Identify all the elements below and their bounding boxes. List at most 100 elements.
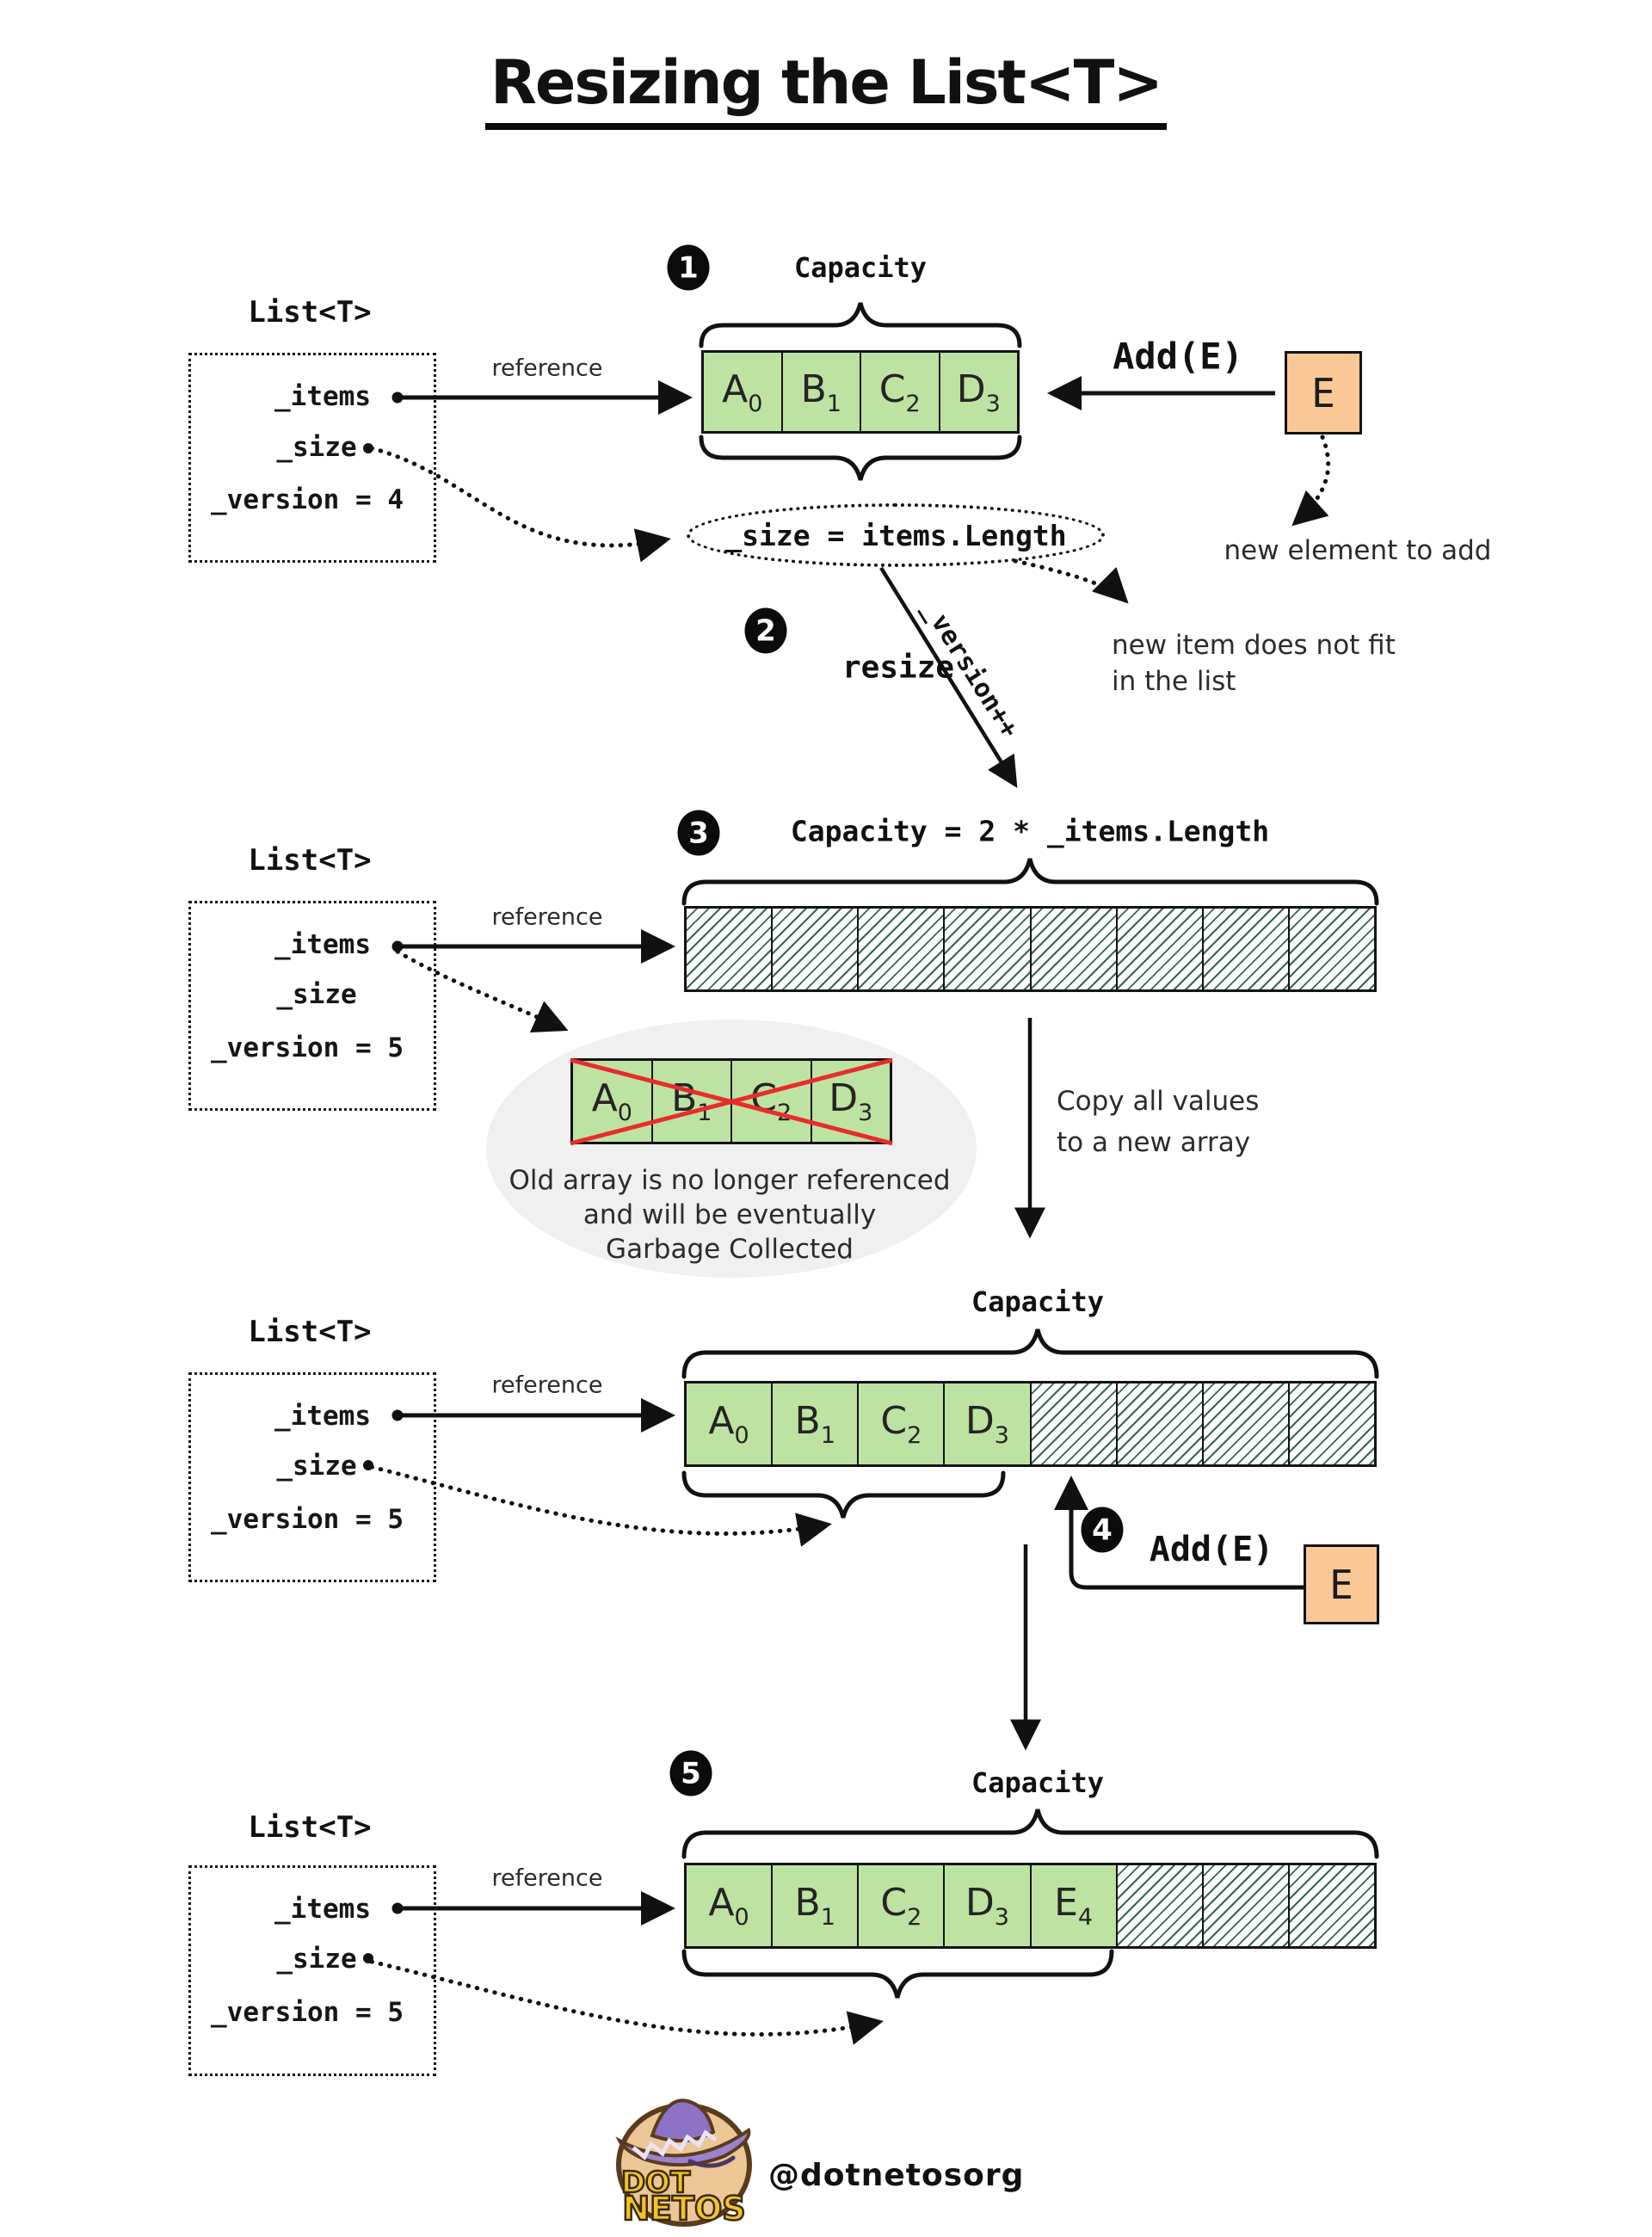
resize-arrow (879, 566, 1018, 788)
sombrero-brim-icon (615, 2127, 751, 2167)
reference-label-3: reference (491, 903, 603, 931)
size-dotted-arrow-1 (369, 446, 671, 563)
size-field-3: _size (276, 979, 357, 1010)
cell-value: A0 (591, 1076, 632, 1126)
cell-value: B1 (800, 367, 841, 417)
element-box-1: E (1285, 351, 1362, 434)
array-cell: D3 (940, 353, 1017, 431)
resize-label: resize (841, 650, 955, 686)
page-title: Resizing the List<T> (484, 47, 1168, 130)
size-formula-oval: _size = items.Length (687, 503, 1105, 567)
list-title-4: List<T> (248, 1315, 372, 1349)
empty-cell (1031, 1383, 1118, 1464)
cell-value: D3 (829, 1076, 873, 1126)
array-cell: B1 (782, 353, 861, 431)
step-number-4: 4 (1092, 1513, 1113, 1547)
empty-cell (1203, 909, 1290, 989)
step-badge-2: 2 (744, 607, 787, 654)
empty-cell (1289, 1383, 1374, 1464)
version-field-4: _version = 5 (211, 1504, 404, 1535)
old-array-note-line1: Old array is no longer referenced (509, 1165, 951, 1196)
array-cell: A0 (573, 1061, 653, 1142)
items-field-1: _items (274, 381, 371, 412)
reference-label-1: reference (491, 354, 603, 382)
empty-cell (1117, 909, 1204, 989)
array-cell: C2 (859, 1865, 946, 1946)
array-initial: A0 B1 C2 D3 (701, 350, 1020, 434)
version-field-5: _version = 5 (211, 1997, 404, 2028)
capacity-formula: Capacity = 2 * _items.Length (790, 814, 1270, 848)
array-cell: A0 (687, 1865, 774, 1946)
array-old: A0 B1 C2 D3 (570, 1058, 892, 1144)
array-cell: A0 (687, 1383, 774, 1464)
items-field-4: _items (274, 1401, 371, 1432)
list-title-5: List<T> (248, 1810, 372, 1845)
step-number-3: 3 (688, 816, 709, 850)
version-field-3: _version = 5 (211, 1032, 404, 1063)
element-dotted-arrow-1 (1291, 434, 1331, 527)
array-cell: B1 (773, 1865, 860, 1946)
cell-value: C2 (878, 367, 921, 417)
empty-cell (1289, 909, 1374, 989)
array-cell: D3 (945, 1383, 1032, 1464)
size-dotted-arrow-5 (369, 1959, 884, 2045)
cell-value: D3 (965, 1881, 1009, 1931)
logo-text-bottom: NETOS (622, 2190, 745, 2227)
list-box-4 (188, 1372, 436, 1582)
logo-text-top: DOT (621, 2166, 691, 2200)
array-cell: D3 (945, 1865, 1032, 1946)
size-field-1: _size (276, 432, 357, 463)
array-cell: B1 (773, 1383, 860, 1464)
capacity-label-5: Capacity (971, 1766, 1105, 1799)
empty-cell (945, 909, 1032, 989)
capacity-label-4: Capacity (971, 1285, 1105, 1318)
empty-cell (1203, 1865, 1290, 1946)
copy-note-line2: to a new array (1057, 1127, 1251, 1158)
size-dot-1 (363, 443, 373, 453)
element-box-4: E (1304, 1544, 1379, 1624)
array-cell: C2 (861, 353, 940, 431)
array-cell: E4 (1031, 1865, 1118, 1946)
brace-capacity-3 (681, 858, 1379, 906)
array-final: A0 B1 C2 D3 E4 (684, 1863, 1377, 1949)
smile-icon (687, 2155, 736, 2168)
step-badge-1: 1 (667, 244, 710, 291)
step-number-1: 1 (678, 250, 699, 285)
add-arrow-4 (1054, 1476, 1323, 1590)
size-field-5: _size (276, 1944, 357, 1975)
size-field-4: _size (276, 1451, 357, 1482)
size-dotted-arrow-4 (369, 1464, 832, 1547)
red-cross-icon (570, 1057, 893, 1146)
cell-value: B1 (794, 1881, 835, 1931)
cell-value: C2 (880, 1399, 922, 1449)
sombrero-crown-icon (650, 2098, 716, 2143)
capacity-label-1: Capacity (793, 251, 928, 284)
empty-cell (773, 909, 860, 989)
empty-cell (1031, 909, 1118, 989)
not-fit-note-line2: in the list (1112, 666, 1236, 697)
array-copied: A0 B1 C2 D3 (684, 1381, 1377, 1467)
empty-cell (859, 909, 946, 989)
dotnetos-logo: DOT NETOS (615, 2098, 752, 2227)
empty-cell (687, 909, 774, 989)
array-resized-empty (684, 906, 1377, 992)
list-box-3 (188, 901, 436, 1111)
array-cell: C2 (859, 1383, 946, 1464)
step-badge-3: 3 (677, 810, 720, 856)
step-badge-5: 5 (669, 1750, 712, 1796)
cell-value: B1 (794, 1399, 835, 1449)
cell-value: A0 (708, 1881, 749, 1931)
step-number-2: 2 (755, 613, 776, 648)
old-array-note-line3: Garbage Collected (606, 1234, 854, 1265)
element-letter: E (1311, 369, 1335, 416)
brace-size-5 (681, 1949, 1114, 1999)
array-cell: A0 (704, 353, 783, 431)
not-fit-note-line1: new item does not fit (1112, 630, 1396, 661)
social-handle: @dotnetosorg (768, 2158, 1025, 2193)
size-formula: _size = items.Length (724, 518, 1067, 552)
list-title-1: List<T> (248, 295, 372, 330)
brace-size-4 (681, 1470, 1006, 1519)
empty-cell (1117, 1865, 1204, 1946)
